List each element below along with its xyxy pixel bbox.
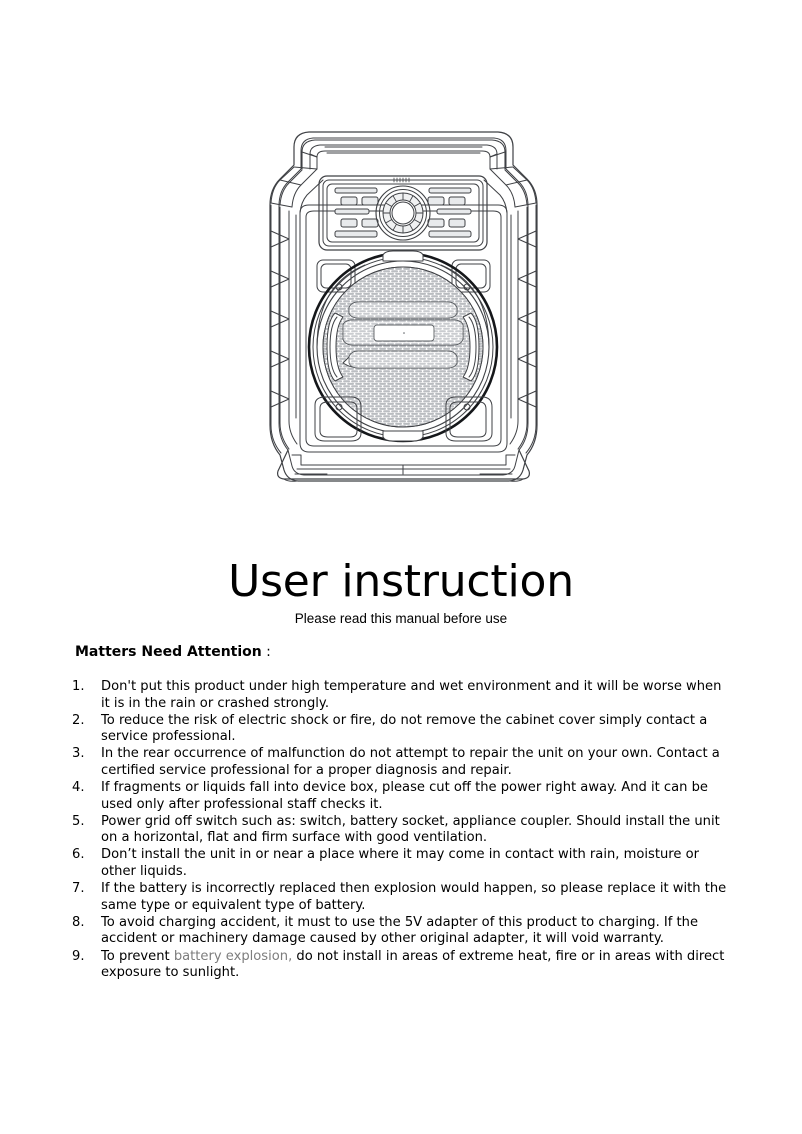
notice-text: Don’t install the unit in or near a plac… (101, 847, 699, 880)
notice-number: 6. (72, 847, 85, 863)
notice-text: In the rear occurrence of malfunction do… (101, 746, 720, 778)
notice-number: 5. (72, 813, 85, 829)
notice-number: 9. (72, 948, 85, 964)
notice-number: 2. (72, 712, 85, 728)
page-title: User instruction (228, 556, 574, 607)
notice-number: 4. (72, 780, 85, 796)
notice-text-highlight: battery explosion, (173, 948, 293, 964)
notice-item-2: 2. To reduce the risk of electric shock … (72, 713, 732, 746)
notice-text: Don't put this product under high temper… (101, 679, 722, 711)
notice-number: 1. (72, 679, 85, 694)
notice-text-before: To prevent (101, 948, 174, 964)
notice-item-7: 7. If the battery is incorrectly replace… (72, 881, 732, 914)
notice-item-9: 9. To prevent battery explosion, do not … (72, 949, 732, 982)
section-heading: Matters Need Attention : (75, 643, 271, 662)
control-panel (318, 175, 488, 251)
section-heading-label: Matters Need Attention (75, 644, 262, 660)
page-subtitle: Please read this manual before use (294, 611, 508, 626)
rotary-knob (375, 185, 431, 241)
notice-list: 1. Don't put this product under high tem… (72, 679, 732, 982)
notice-item-8: 8. To avoid charging accident, it must t… (72, 915, 732, 948)
notice-text: If fragments or liquids fall into device… (101, 780, 708, 812)
notice-text-after: do not install in areas of extreme heat,… (101, 948, 725, 981)
section-heading-colon: : (261, 644, 271, 660)
notice-item-3: 3. In the rear occurrence of malfunction… (72, 746, 732, 779)
notice-text: Power grid off switch such as: switch, b… (101, 813, 720, 846)
notice-number: 3. (72, 746, 85, 762)
notice-number: 7. (72, 881, 85, 897)
notice-text: To reduce the risk of electric shock or … (101, 712, 708, 745)
notice-item-1: 1. Don't put this product under high tem… (72, 679, 732, 712)
notice-item-4: 4. If fragments or liquids fall into dev… (72, 780, 732, 813)
notice-text: To avoid charging accident, it must to u… (101, 914, 699, 947)
woofer-grille (307, 250, 499, 443)
notice-text: To prevent battery explosion, do not ins… (101, 949, 732, 982)
notice-number: 8. (72, 914, 85, 930)
notice-item-6: 6. Don’t install the unit in or near a p… (72, 847, 732, 880)
notice-item-5: 5. Power grid off switch such as: switch… (72, 814, 732, 847)
product-illustration (231, 125, 576, 497)
notice-text: If the battery is incorrectly replaced t… (101, 881, 727, 913)
